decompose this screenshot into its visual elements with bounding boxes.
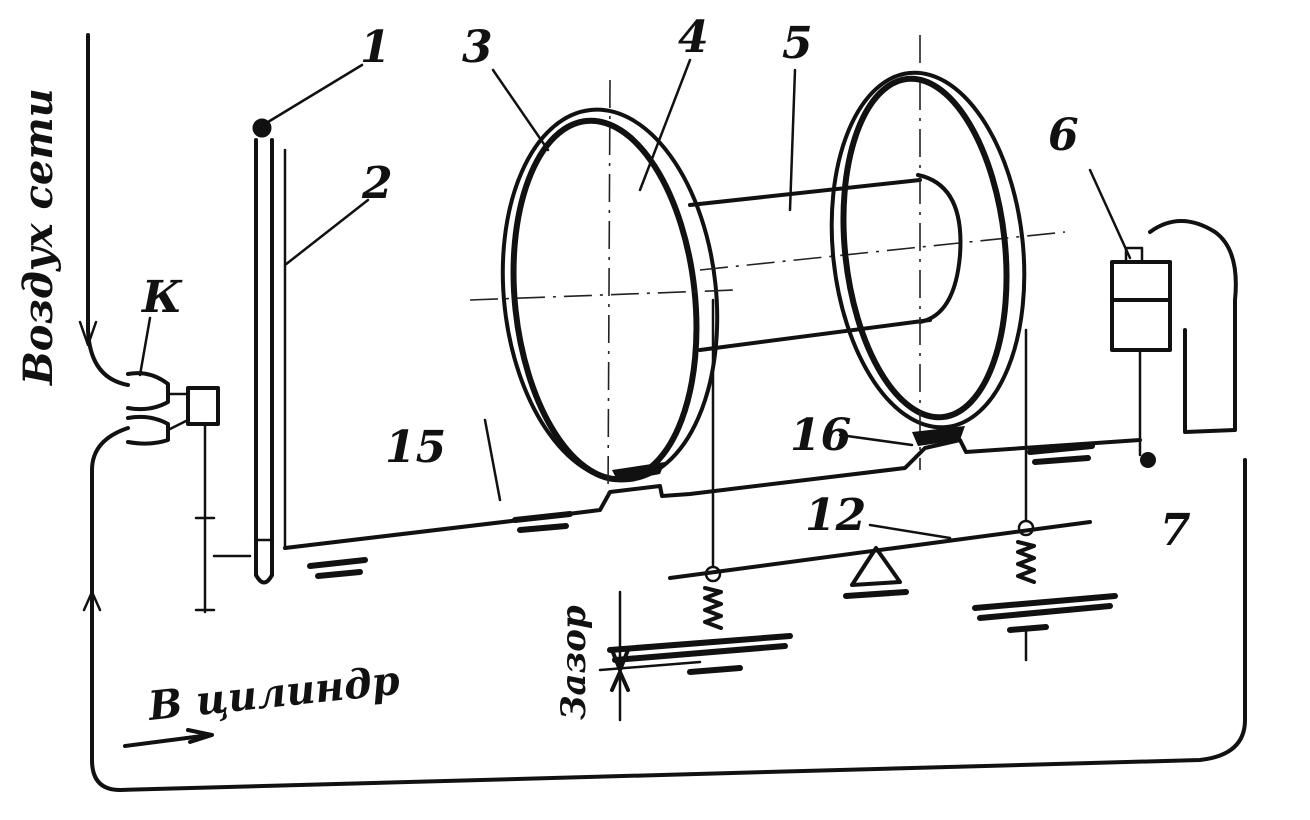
cylinder-6 <box>1110 219 1238 468</box>
label-4: 4 <box>678 12 709 63</box>
to-cylinder-caption: В цилиндр <box>145 657 402 730</box>
label-2: 2 <box>361 158 393 209</box>
label-3: 3 <box>462 22 493 73</box>
cylinder-pipe <box>82 426 1247 792</box>
brake-shoes <box>612 426 965 482</box>
label-7: 7 <box>1160 505 1191 556</box>
left-spring <box>607 298 793 675</box>
gap-indicator <box>598 590 702 722</box>
label-6: 6 <box>1048 110 1079 161</box>
label-16: 16 <box>790 410 851 461</box>
leader-lines <box>138 58 1132 540</box>
control-rod <box>252 118 287 585</box>
label-5: 5 <box>782 18 813 69</box>
label-15: 15 <box>385 422 446 473</box>
valve-k <box>126 371 252 614</box>
right-wheel <box>829 35 1027 470</box>
label-k: К <box>140 272 183 323</box>
lever-15 <box>283 438 1142 579</box>
right-spring <box>972 328 1118 662</box>
gap-caption: Зазор <box>554 605 594 720</box>
label-1: 1 <box>360 22 391 73</box>
label-12: 12 <box>805 490 866 541</box>
air-supply-line <box>78 33 130 387</box>
left-wheel <box>469 79 736 501</box>
air-from-line-caption: Воздух сети <box>15 88 62 386</box>
